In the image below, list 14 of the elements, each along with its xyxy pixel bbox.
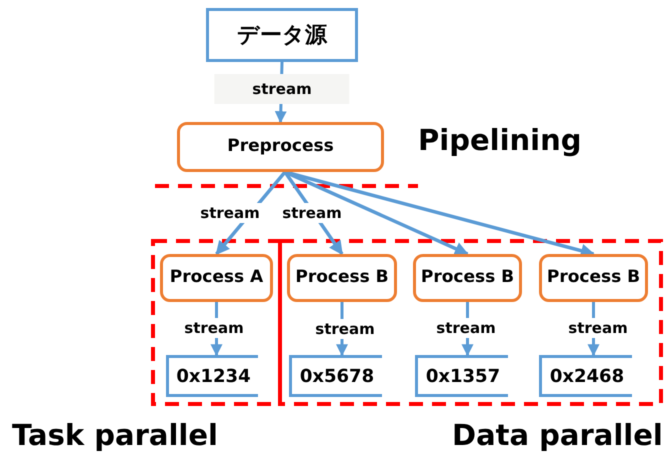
process-box: Process B	[413, 254, 522, 302]
region-label: Pipelining	[418, 123, 582, 157]
output-box: 0x2468	[539, 355, 632, 397]
region-label: Task parallel	[12, 418, 218, 452]
process-box: Preprocess	[177, 122, 384, 172]
output-box: 0x1234	[166, 355, 258, 397]
output-box: 0x1357	[415, 355, 508, 397]
source-box: データ源	[206, 8, 358, 62]
process-box: Process A	[160, 254, 273, 302]
process-box: Process B	[287, 254, 397, 302]
output-box: 0x5678	[289, 355, 382, 397]
region-label: Data parallel	[452, 418, 663, 452]
process-box: Process B	[539, 254, 648, 302]
edge-label: stream	[214, 74, 350, 104]
